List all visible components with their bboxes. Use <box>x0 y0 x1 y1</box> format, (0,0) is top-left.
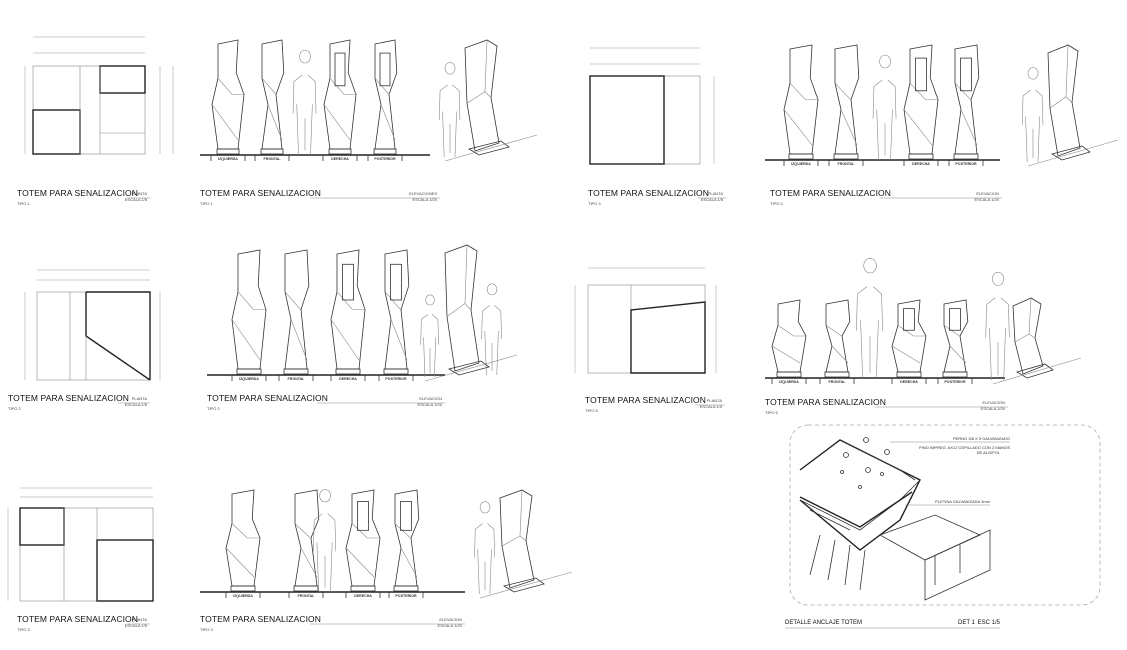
detail-title: DETALLE ANCLAJE TOTEM <box>785 620 862 626</box>
panel-title: TOTEM PARA SENALIZACION <box>17 188 138 198</box>
panel-view: PLANTA <box>707 398 723 403</box>
panel-title: TOTEM PARA SENALIZACION <box>8 393 129 403</box>
panel-scale: ESCALA 1/5 <box>125 623 148 628</box>
panel-tipo: TIPO 1 <box>200 201 213 206</box>
detail-note: PLETINA GALVANIZADA 3mm <box>935 499 990 504</box>
elevation-label: IZQUIERDA <box>779 380 799 384</box>
elevation-label: FRONTAL <box>838 162 856 166</box>
title-block-plan-6: TOTEM PARA SENALIZACION TIPO 6 PLANTAESCAL… <box>585 395 725 413</box>
elevation-label: POSTERIOR <box>395 594 417 598</box>
title-block-elev-6: TOTEM PARA SENALIZACION TIPO 6 ELEVACIONES… <box>765 397 1008 415</box>
elevation-label: FRONTAL <box>829 380 847 384</box>
panel-view: ELEVACION <box>419 396 442 401</box>
panel-scale: ESCALA 1/5 <box>701 197 724 202</box>
panel-title: TOTEM PARA SENALIZACION <box>200 188 321 198</box>
elevation-row-4: IZQUIERDA FRONTAL DERECHA POSTERIOR <box>765 258 1082 385</box>
elevation-label: IZQUIERDA <box>218 157 238 161</box>
panel-scale: ESCALA 1/20 <box>981 406 1006 411</box>
elevation-row-3: IZQUIERDA FRONTAL DERECHA POSTERIOR <box>207 244 518 382</box>
elevation-label: IZQUIERDA <box>233 594 253 598</box>
panel-title: TOTEM PARA SENALIZACION <box>585 395 706 405</box>
panel-tipo: TIPO 3 <box>17 627 30 632</box>
panel-title: TOTEM PARA SENALIZACION <box>17 614 138 624</box>
detail-code: DET 1 <box>958 620 976 626</box>
elevation-label: DERECHA <box>339 377 357 381</box>
panel-scale: ESCALA 1/20 <box>413 197 438 202</box>
panel-scale: ESCALA 1/20 <box>975 197 1000 202</box>
panel-title: TOTEM PARA SENALIZACION <box>200 614 321 624</box>
title-block-elev-3: TOTEM PARA SENALIZACION TIPO 3 ELEVACIONES… <box>200 614 465 632</box>
elevation-label: FRONTAL <box>288 377 306 381</box>
elevation-label: POSTERIOR <box>944 380 966 384</box>
title-block-plan-1: TOTEM PARA SENALIZACION TIPO 1 PLANTAESCAL… <box>17 188 150 206</box>
panel-view: ELEVACIONES <box>409 191 437 196</box>
title-block-elev-1: TOTEM PARA SENALIZACION TIPO 1 ELEVACIONES… <box>200 188 440 206</box>
elevation-label: FRONTAL <box>264 157 282 161</box>
elevation-label: IZQUIERDA <box>791 162 811 166</box>
plan-tipo-4 <box>589 47 715 165</box>
elevation-label: DERECHA <box>912 162 930 166</box>
panel-tipo: TIPO 4 <box>588 201 601 206</box>
panel-scale: ESCALA 1/5 <box>125 402 148 407</box>
elevation-label: POSTERIOR <box>385 377 407 381</box>
elevation-label: DERECHA <box>354 594 372 598</box>
elevation-label: DERECHA <box>331 157 349 161</box>
panel-view: PLANTA <box>708 191 724 196</box>
panel-scale: ESCALA 1/5 <box>700 404 723 409</box>
detail-scale: ESC 1/5 <box>978 620 1001 626</box>
bolt-icons <box>840 437 890 489</box>
title-block-plan-2: TOTEM PARA SENALIZACION TIPO 2 PLANTAESCAL… <box>8 393 150 411</box>
panel-tipo: TIPO 3 <box>200 627 213 632</box>
panel-title: TOTEM PARA SENALIZACION <box>765 397 886 407</box>
detail-note: PERNO 3/8 X 3 GALVANIZADO <box>953 436 1010 441</box>
plan-tipo-2 <box>24 269 161 381</box>
panel-tipo: TIPO 2 <box>207 406 220 411</box>
elevation-row-1: IZQUIERDA FRONTAL DERECHA POSTERIOR <box>200 39 538 162</box>
elevation-label: IZQUIERDA <box>239 377 259 381</box>
panel-tipo: TIPO 1 <box>17 201 30 206</box>
elevation-row-2: IZQUIERDA FRONTAL DERECHA POSTERIOR <box>765 44 1119 167</box>
detail-note: PINO IMPREG. 6X12 CEPILLADO CON 2 MANOS <box>919 445 1010 450</box>
elevation-label: FRONTAL <box>298 594 316 598</box>
panel-scale: ESCALA 1/20 <box>438 623 463 628</box>
panel-title: TOTEM PARA SENALIZACION <box>207 393 328 403</box>
panel-title: TOTEM PARA SENALIZACION <box>770 188 891 198</box>
panel-view: PLANTA <box>132 396 148 401</box>
elevation-label: POSTERIOR <box>374 157 396 161</box>
elevation-label: DERECHA <box>900 380 918 384</box>
panel-tipo: TIPO 6 <box>765 410 778 415</box>
title-block-plan-4: TOTEM PARA SENALIZACION TIPO 4 PLANTAESCAL… <box>588 188 726 206</box>
panel-tipo: TIPO 6 <box>585 408 598 413</box>
panel-view: ELEVACION <box>982 400 1005 405</box>
panel-view: ELEVACION <box>976 191 999 196</box>
title-block-plan-3: TOTEM PARA SENALIZACION TIPO 3 PLANTAESCAL… <box>17 614 150 632</box>
panel-tipo: TIPO 2 <box>8 406 21 411</box>
plan-tipo-3 <box>7 487 154 602</box>
elevation-row-5: IZQUIERDA FRONTAL DERECHA POSTERIOR <box>200 489 573 599</box>
panel-title: TOTEM PARA SENALIZACION <box>588 188 709 198</box>
panel-tipo: TIPO 4 <box>770 201 783 206</box>
elevation-label: POSTERIOR <box>955 162 977 166</box>
panel-view: PLANTA <box>132 191 148 196</box>
plan-tipo-1 <box>24 36 174 155</box>
panel-scale: ESCALA 1/20 <box>418 402 443 407</box>
detail-note: DE ALGIFOL <box>977 450 1001 455</box>
panel-view: ELEVACION <box>439 617 462 622</box>
plan-tipo-6 <box>574 267 717 374</box>
panel-scale: ESCALA 1/5 <box>125 197 148 202</box>
title-block-elev-2: TOTEM PARA SENALIZACION TIPO 2 ELEVACIONES… <box>207 393 445 411</box>
title-block-elev-4: TOTEM PARA SENALIZACION TIPO 4 ELEVACIONES… <box>770 188 1002 206</box>
panel-view: PLANTA <box>132 617 148 622</box>
